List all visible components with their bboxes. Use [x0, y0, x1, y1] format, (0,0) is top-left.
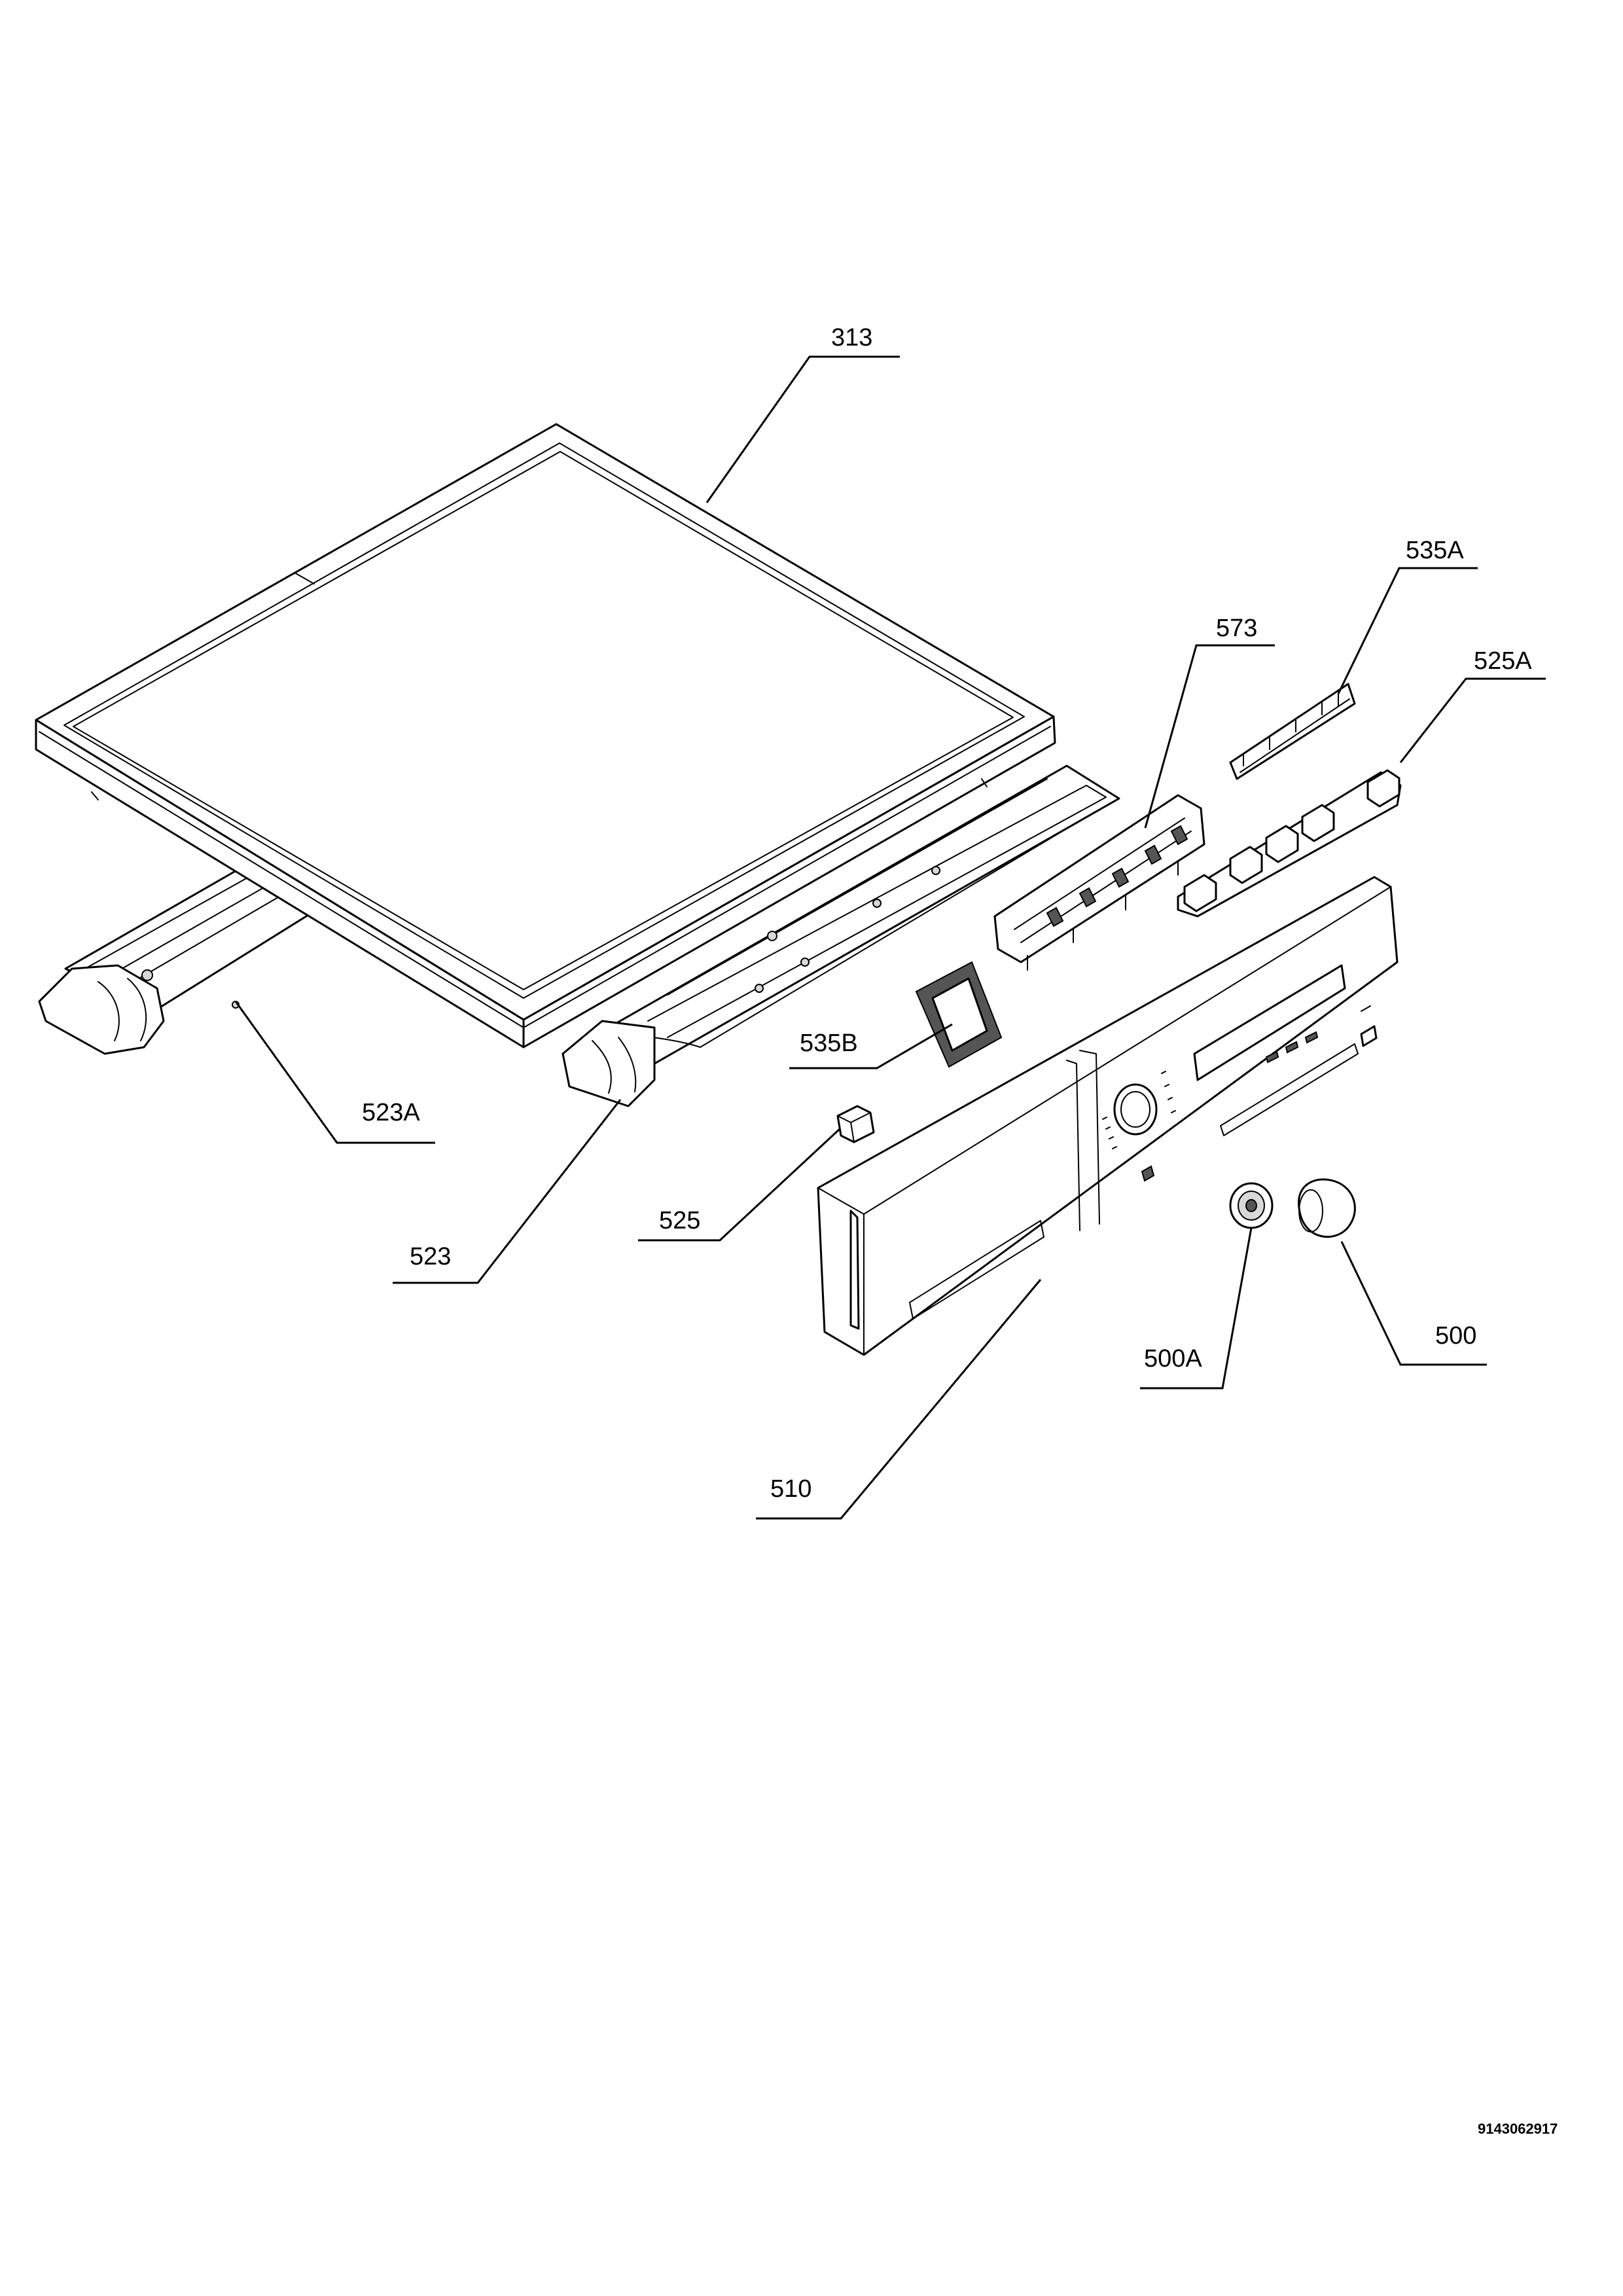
callout-label-523: 523	[410, 1243, 451, 1270]
callout-535A: 535A	[1337, 537, 1478, 694]
callout-525: 525	[638, 1128, 841, 1242]
callout-label-535B: 535B	[800, 1030, 858, 1057]
callout-523A: 523A	[234, 1001, 435, 1144]
callout-label-313: 313	[831, 324, 872, 351]
callout-label-525A: 525A	[1474, 647, 1532, 675]
callout-535B: 535B	[789, 1023, 953, 1069]
part-573-electronic-board	[993, 794, 1205, 971]
callout-500: 500	[1340, 1241, 1487, 1366]
part-523A-rail	[38, 866, 329, 1055]
callout-label-535A: 535A	[1406, 537, 1464, 564]
part-500A-knob-insert	[1229, 1182, 1274, 1229]
part-525-button	[836, 1105, 875, 1143]
part-525A-connector-row	[1177, 769, 1402, 918]
callout-label-500: 500	[1435, 1322, 1476, 1350]
callout-500A: 500A	[1140, 1227, 1253, 1390]
part-313-top-cover	[35, 423, 1056, 1049]
callout-label-525: 525	[659, 1207, 700, 1234]
callout-label-500A: 500A	[1144, 1345, 1202, 1372]
part-535B-frame	[915, 961, 1003, 1068]
callout-573: 573	[1144, 615, 1275, 829]
callout-label-523A: 523A	[362, 1099, 420, 1126]
callout-523: 523	[393, 1099, 622, 1284]
callout-510: 510	[756, 1279, 1042, 1520]
callout-313: 313	[705, 324, 900, 503]
part-510-control-panel	[817, 876, 1399, 1356]
callout-label-573: 573	[1216, 615, 1257, 642]
part-535A-harness	[1229, 683, 1356, 780]
part-500-knob-cap	[1297, 1178, 1356, 1238]
document-id: 9143062917	[1478, 2121, 1558, 2137]
callout-label-510: 510	[770, 1475, 812, 1503]
callout-525A: 525A	[1399, 647, 1546, 763]
part-523-rail	[562, 764, 1120, 1107]
